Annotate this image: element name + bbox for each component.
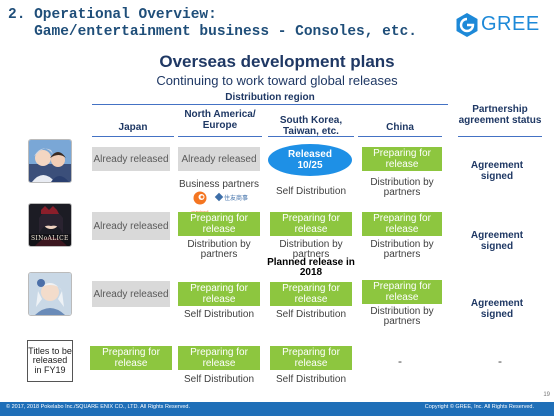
- row3-japan-status: Already released: [92, 281, 170, 307]
- row4-partner-dash: -: [498, 354, 502, 368]
- row1-korea-released-oval: Released 10/25: [268, 144, 352, 176]
- row2-partner-status: Agreement signed: [470, 230, 524, 252]
- row2-japan-status: Already released: [92, 212, 170, 240]
- row3-partner-status: Agreement signed: [470, 298, 524, 320]
- row3-na-eu-status: Preparing for release: [178, 282, 260, 306]
- header-underline-korea: [268, 136, 354, 137]
- row1-na-eu-note: Business partners: [178, 179, 260, 190]
- crunchyroll-logo: crunchyroll: [189, 191, 211, 214]
- row4-label-box: Titles to be released in FY19: [27, 340, 73, 382]
- header-underline-china: [358, 136, 442, 137]
- row3-korea-status: Preparing for release: [270, 282, 352, 306]
- row2-korea-note: Distribution by partners: [279, 239, 343, 260]
- sumitomo-mark-icon: [214, 192, 224, 202]
- sumitomo-label: 住友商事: [224, 196, 249, 202]
- col-header-na-eu: North America/ Europe: [184, 109, 256, 131]
- crunchyroll-icon: [193, 191, 207, 205]
- row1-na-eu-status: Already released: [178, 147, 260, 171]
- row1-korea-status: Released 10/25: [288, 149, 332, 171]
- footer-copyright-left: © 2017, 2018 Pokelabo Inc./SQUARE ENIX C…: [6, 404, 191, 410]
- row2-china-status: Preparing for release: [362, 212, 442, 236]
- header-underline-partner: [458, 136, 542, 137]
- row2-na-eu-note: Distribution by partners: [187, 239, 251, 260]
- sinoalice-title: SINoALICE: [31, 235, 69, 242]
- region-underline: [92, 104, 448, 105]
- row1-china-status: Preparing for release: [362, 147, 442, 171]
- row4-na-eu-status: Preparing for release: [178, 346, 260, 370]
- row1-partner-status: Agreement signed: [470, 160, 524, 182]
- footer-copyright-right: Copyright © GREE, Inc. All Rights Reserv…: [424, 404, 534, 410]
- sumitomo-logo: 住友商事: [214, 192, 249, 202]
- row4-korea-status: Preparing for release: [270, 346, 352, 370]
- col-header-japan: Japan: [118, 122, 148, 133]
- footer-bar: [0, 402, 554, 416]
- title-line-1: 2. Operational Overview:: [8, 7, 217, 23]
- character-portrait-icon: [29, 273, 71, 315]
- row3-china-note: Distribution by partners: [370, 306, 434, 327]
- col-header-korea: South Korea, Taiwan, etc.: [279, 115, 343, 137]
- row2-korea-status: Preparing for release: [270, 212, 352, 236]
- section-heading: Overseas development plans: [159, 52, 395, 71]
- col-header-china: China: [386, 122, 414, 133]
- row4-label: Titles to be released in FY19: [28, 345, 72, 375]
- gree-hexagon-icon: [456, 13, 478, 37]
- title-line-2: Game/entertainment business - Consoles, …: [8, 24, 417, 40]
- col-header-partner: Partnership agreement status: [458, 104, 542, 126]
- row2-korea-planned-note: Planned release in 2018: [267, 257, 355, 278]
- section-subheading: Continuing to work toward global release…: [156, 73, 398, 88]
- row1-korea-note: Self Distribution: [275, 186, 347, 197]
- row4-japan-status: Preparing for release: [90, 346, 172, 370]
- game-icon-third-title: [28, 272, 72, 316]
- row3-china-status: Preparing for release: [362, 280, 442, 304]
- header-underline-japan: [92, 136, 174, 137]
- gree-logo: GREE: [455, 12, 549, 38]
- region-header: Distribution region: [225, 92, 315, 103]
- row1-china-note: Distribution by partners: [370, 177, 434, 198]
- page-number: 19: [543, 392, 550, 398]
- anime-characters-icon: [29, 140, 71, 182]
- row1-japan-status: Already released: [92, 147, 170, 171]
- slide-title: 2. Operational Overview: Game/entertainm…: [8, 7, 417, 41]
- gree-logo-text: GREE: [481, 13, 540, 35]
- row4-china-dash: -: [398, 354, 402, 368]
- row4-na-eu-note: Self Distribution: [183, 374, 255, 385]
- row3-na-eu-note: Self Distribution: [183, 309, 255, 320]
- game-icon-sinoalice: SINoALICE: [28, 203, 72, 247]
- row4-korea-note: Self Distribution: [275, 374, 347, 385]
- header-underline-na-eu: [178, 136, 262, 137]
- row2-china-note: Distribution by partners: [370, 239, 434, 260]
- row2-na-eu-status: Preparing for release: [178, 212, 260, 236]
- game-icon-danmachi: [28, 139, 72, 183]
- sinoalice-art-icon: [29, 204, 71, 246]
- row3-korea-note: Self Distribution: [275, 309, 347, 320]
